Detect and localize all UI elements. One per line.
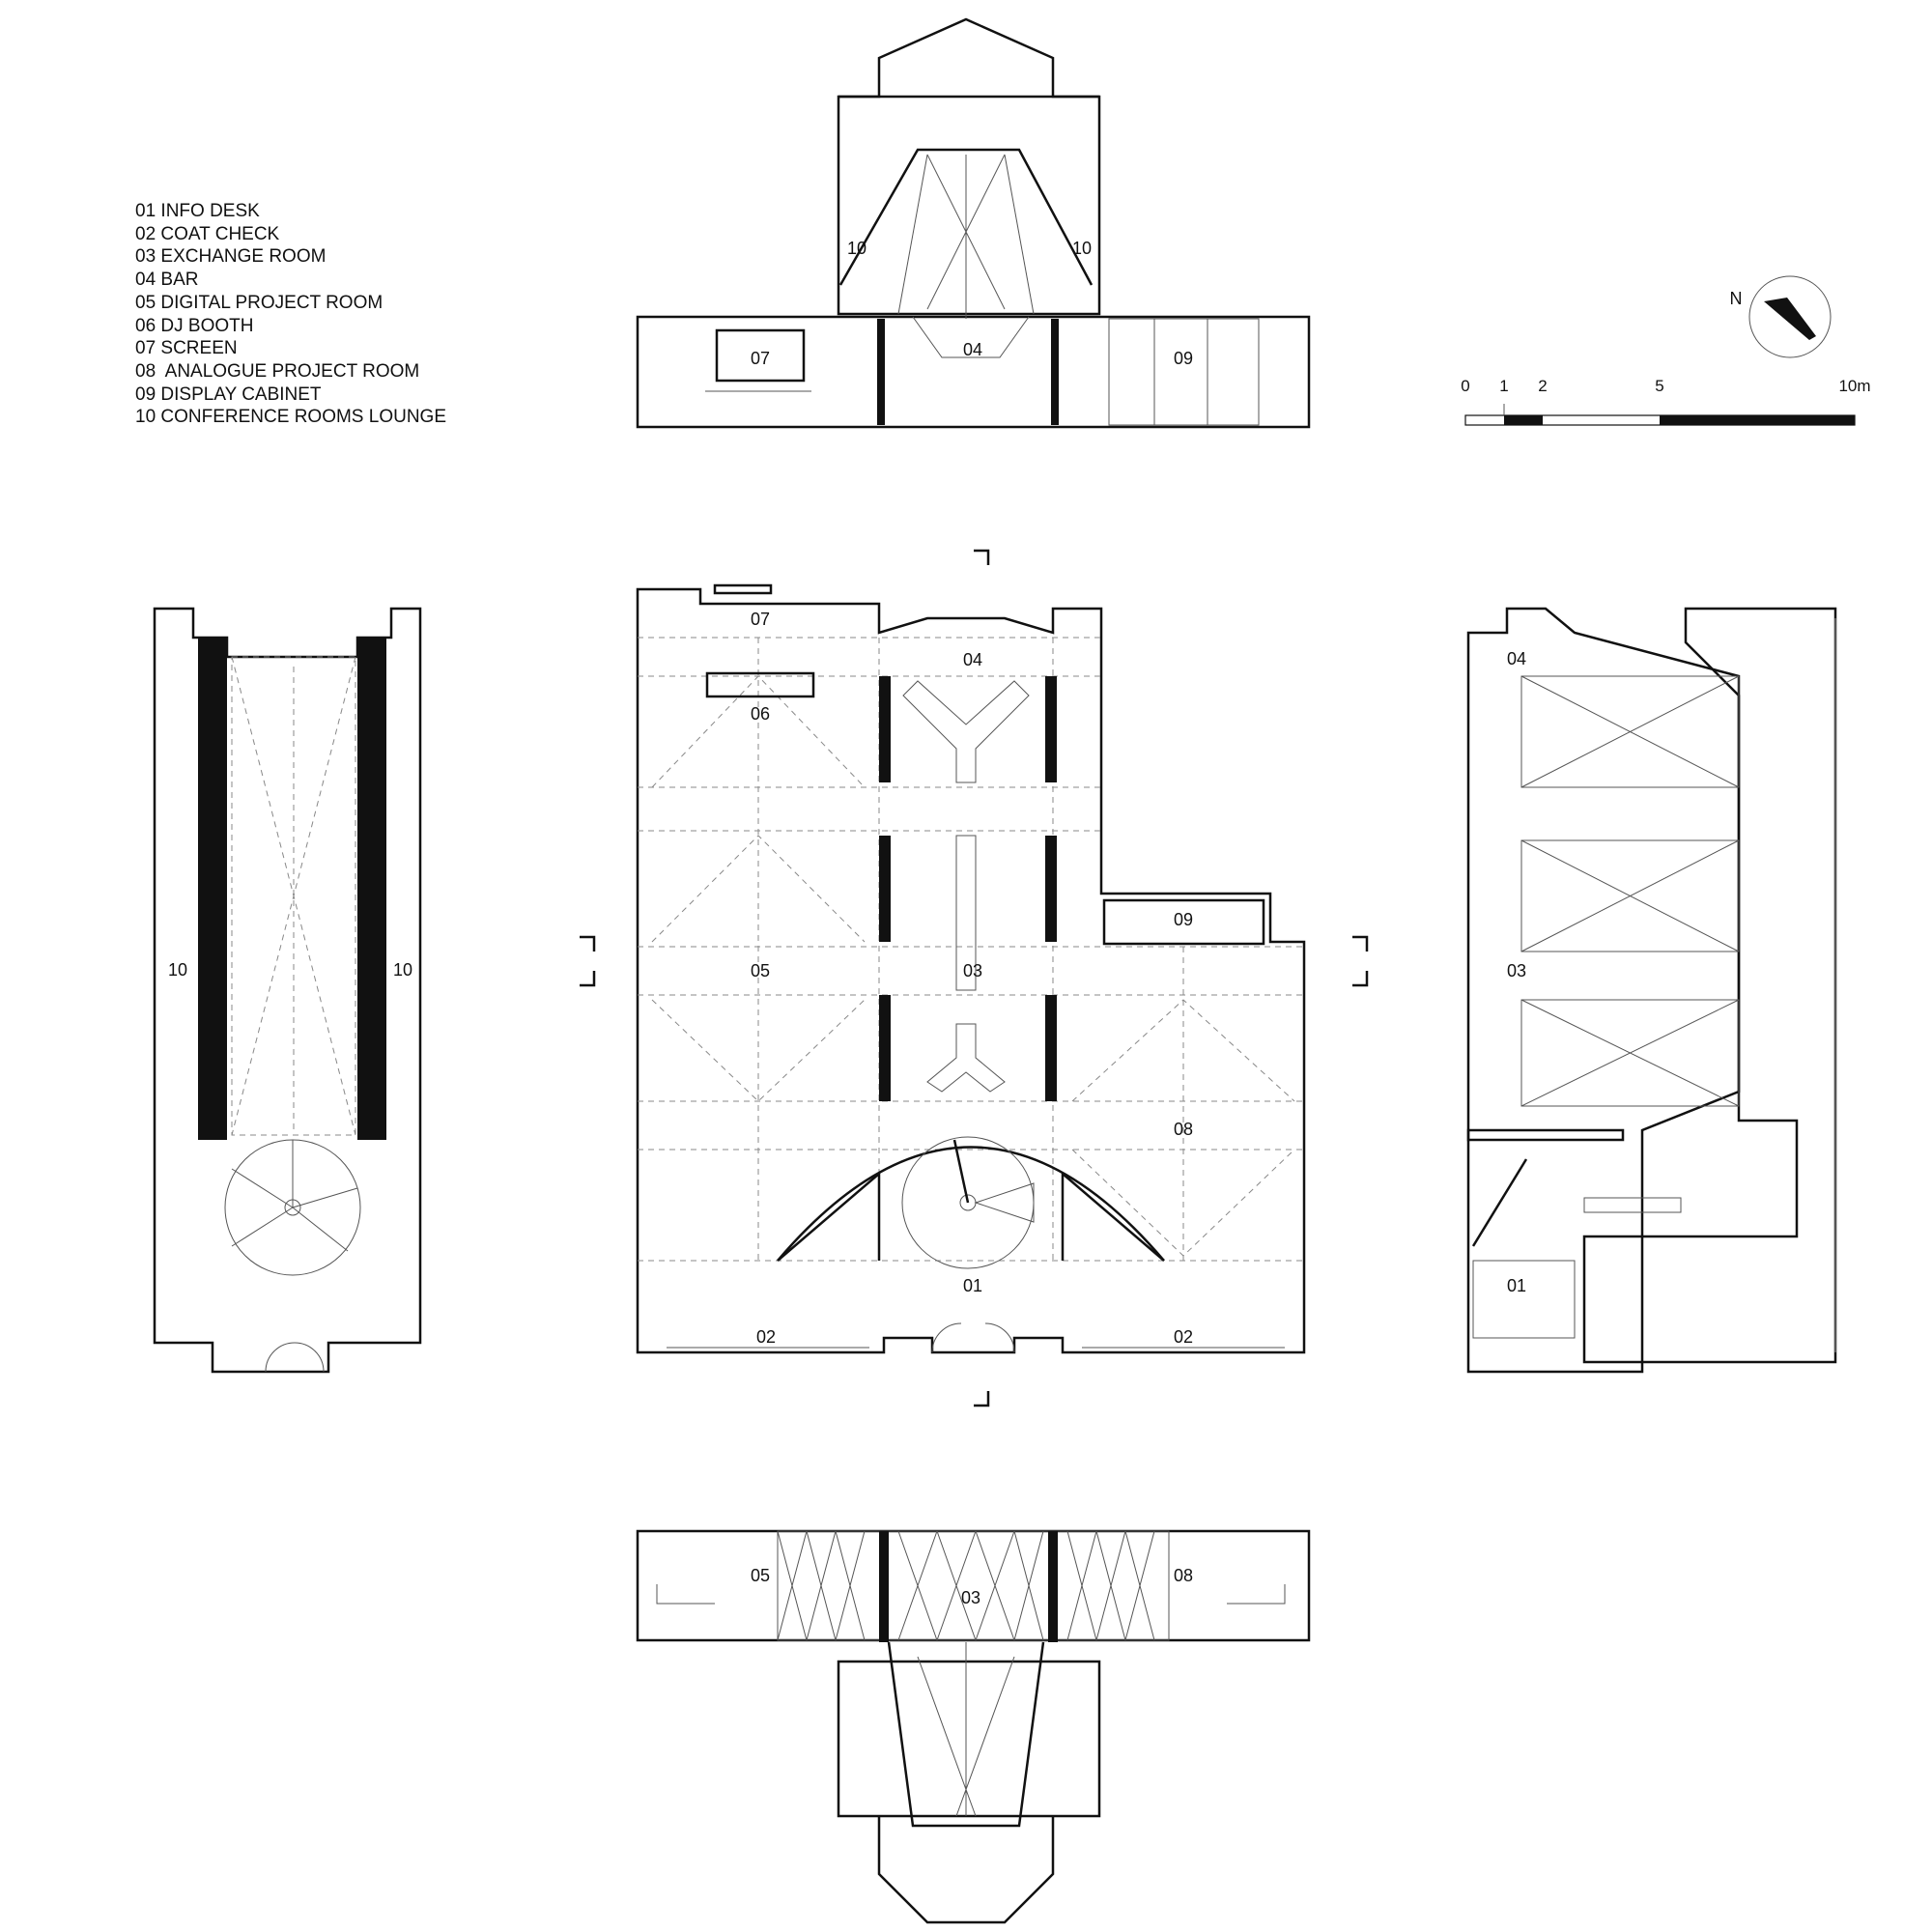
section-trusses <box>1520 675 1740 1107</box>
legend-item: 05 DIGITAL PROJECT ROOM <box>135 292 384 313</box>
main-label-03: 03 <box>963 961 982 980</box>
spiral-stair-left <box>224 1139 361 1276</box>
main-label-09: 09 <box>1174 910 1193 929</box>
scale-tick-0: 0 <box>1461 377 1469 395</box>
legend-item: 10 CONFERENCE ROOMS LOUNGE <box>135 407 446 428</box>
right-section <box>1466 607 1837 1374</box>
main-label-08: 08 <box>1174 1120 1193 1139</box>
north-arrow-circle <box>1748 275 1832 358</box>
legend-item: 06 DJ BOOTH <box>135 315 254 336</box>
top-elevation <box>636 17 1311 429</box>
scale-bar: 0 1 2 5 10m <box>1461 377 1871 426</box>
bottom-elevation-body <box>636 1529 1311 1642</box>
main-label-07: 07 <box>751 610 770 629</box>
top-label-10-right: 10 <box>1072 239 1092 258</box>
legend-item: 08 ANALOGUE PROJECT ROOM <box>135 360 420 382</box>
main-plan <box>580 549 1369 1407</box>
screen-07 <box>713 583 773 595</box>
top-label-07: 07 <box>751 349 770 368</box>
main-plan-grid <box>638 637 1304 1262</box>
dj-booth-06 <box>705 671 815 698</box>
top-label-09: 09 <box>1174 349 1193 368</box>
legend-item: 07 SCREEN <box>135 338 238 359</box>
bottom-label-03: 03 <box>961 1588 980 1607</box>
info-desk-right-wedge <box>1061 1171 1165 1262</box>
bottom-elevation <box>636 1529 1311 1924</box>
left-plan <box>153 607 422 1374</box>
section-markers <box>580 549 1369 1407</box>
bottom-label-05: 05 <box>751 1566 770 1585</box>
room-labels: 10 10 07 04 09 10 10 07 04 06 09 05 03 0… <box>168 239 1526 1607</box>
main-label-02-left: 02 <box>756 1327 776 1347</box>
north-label: N <box>1730 289 1743 308</box>
main-label-06: 06 <box>751 704 770 724</box>
legend-item: 01 INFO DESK <box>135 201 260 221</box>
north-arrow-needle-icon <box>1764 298 1816 340</box>
top-label-04: 04 <box>963 340 982 359</box>
spiral-stair-main <box>901 1136 1035 1269</box>
room-legend: 01 INFO DESK 02 COAT CHECK 03 EXCHANGE R… <box>135 200 446 429</box>
left-label-10-right: 10 <box>393 960 412 980</box>
scale-tick-1: 1 <box>1499 377 1508 395</box>
section-label-04: 04 <box>1507 649 1526 668</box>
top-elevation-roof-block <box>837 95 1101 316</box>
top-label-10-left: 10 <box>847 239 867 258</box>
main-label-04: 04 <box>963 650 982 669</box>
north-arrow: N <box>1730 275 1832 358</box>
scale-tick-2: 2 <box>1538 377 1547 395</box>
display-cabinet-09 <box>1102 898 1265 946</box>
bottom-label-08: 08 <box>1174 1566 1193 1585</box>
bottom-diamond-grid <box>777 1530 1155 1641</box>
info-desk-left-wedge <box>777 1171 881 1262</box>
main-label-01: 01 <box>963 1276 982 1295</box>
main-plan-columns <box>879 676 1057 1101</box>
bar-counter-04 <box>902 680 1030 783</box>
legend-item: 09 DISPLAY CABINET <box>135 384 322 405</box>
scale-tick-10m: 10m <box>1838 377 1870 395</box>
info-desk-arch <box>777 1146 1165 1262</box>
legend-item: 03 EXCHANGE ROOM <box>135 246 327 268</box>
section-label-01: 01 <box>1507 1276 1526 1295</box>
scale-tick-5: 5 <box>1655 377 1663 395</box>
section-label-03: 03 <box>1507 961 1526 980</box>
legend-item: 02 COAT CHECK <box>135 223 280 244</box>
legend-item: 04 BAR <box>135 270 199 291</box>
main-label-05: 05 <box>751 961 770 980</box>
left-label-10-left: 10 <box>168 960 187 980</box>
screen-07-elevation <box>715 328 806 383</box>
main-label-02-right: 02 <box>1174 1327 1193 1347</box>
